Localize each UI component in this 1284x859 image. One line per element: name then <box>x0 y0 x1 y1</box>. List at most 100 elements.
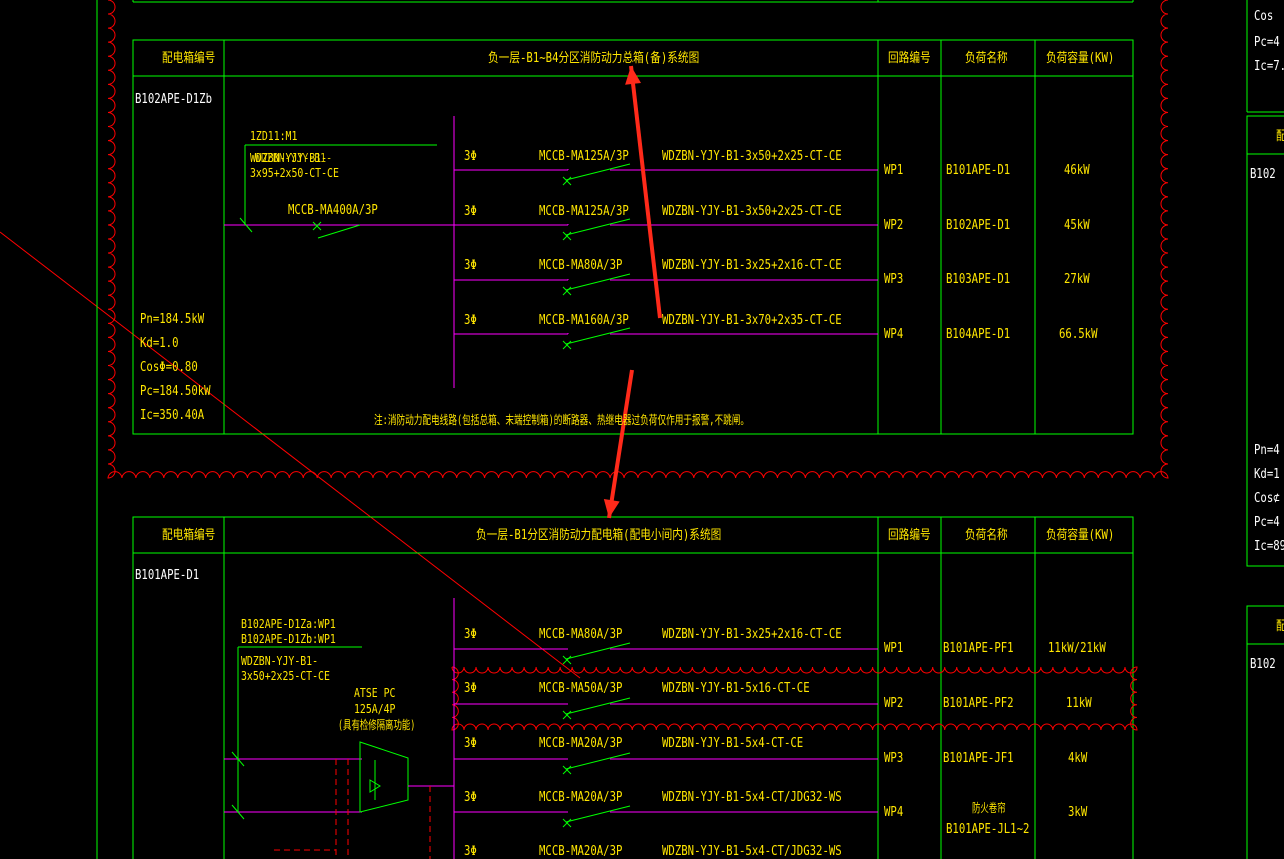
d2-c3-load: B101APE-JF1 <box>943 751 1014 766</box>
d2-c4-phase: 3Φ <box>464 790 477 805</box>
d1-c2-breaker-x2 <box>562 231 572 241</box>
d2-c4-cable: WDZBN-YJY-B1-5x4-CT/JDG32-WS <box>662 790 842 805</box>
d2-c3-breaker: MCCB-MA20A/3P <box>539 736 623 751</box>
d1-c3-cable: WDZBN-YJY-B1-3x25+2x16-CT-CE <box>662 258 842 273</box>
d2-c1-breaker: MCCB-MA80A/3P <box>539 627 623 642</box>
d1-c2-breaker-blade <box>565 218 631 236</box>
d2-c2-breaker-blade <box>565 697 631 715</box>
d1-feeder-tick <box>239 217 253 233</box>
d2-c4-kw: 3kW <box>1068 805 1088 820</box>
d2-box-id: B101APE-D1 <box>135 568 200 583</box>
d2-header-circuit-no: 回路编号 <box>888 528 931 543</box>
d2-c1-breaker-x2 <box>562 655 572 665</box>
d2-c1-load: B101APE-PF1 <box>943 641 1014 656</box>
right-edge-param-1: Pn=4 <box>1254 443 1280 458</box>
d1-c2-phase: 3Φ <box>464 204 477 219</box>
d1-c4-phase: 3Φ <box>464 313 477 328</box>
d1-c2-cable: WDZBN-YJY-B1-3x50+2x25-CT-CE <box>662 204 842 219</box>
d1-c2-load: B102APE-D1 <box>946 218 1011 233</box>
right-edge-param-5: Ic=89 <box>1254 539 1284 554</box>
red-arrow-down <box>607 369 634 519</box>
red-arrow-down-head <box>603 498 620 518</box>
d1-c3-kw: 27kW <box>1064 272 1090 287</box>
d2-c2-phase: 3Φ <box>464 681 477 696</box>
d1-c4-no: WP4 <box>884 327 904 342</box>
d2-c4-load: 防火卷帘 <box>972 801 1006 815</box>
d1-c3-breaker-x2 <box>562 286 572 296</box>
d2-c2-kw: 11kW <box>1066 696 1092 711</box>
red-arrow-up-head <box>625 66 642 85</box>
d1-param-cos: CosΦ=0.80 <box>140 360 198 375</box>
d2-c3-breaker-x2 <box>562 765 572 775</box>
d1-c2-kw: 45kW <box>1064 218 1090 233</box>
right-edge-box-id-1: B102 <box>1250 167 1276 182</box>
right-edge-text-2: Pc=4 <box>1254 35 1280 50</box>
d1-mainbreaker-blade <box>317 224 361 239</box>
d1-param-pc: Pc=184.50kW <box>140 384 211 399</box>
d1-feeder-label-2: WDZBN-YJY-B1- <box>250 151 328 165</box>
right-edge-text-3: Ic=7. <box>1254 59 1284 74</box>
d2-header-box-no: 配电箱编号 <box>162 528 216 543</box>
d1-feeder-label-3: 3x95+2x50-CT-CE <box>250 166 339 180</box>
d2-c3-cable: WDZBN-YJY-B1-5x4-CT-CE <box>662 736 804 751</box>
d1-c1-breaker-blade <box>565 163 631 181</box>
d2-c5-cable: WDZBN-YJY-B1-5x4-CT/JDG32-WS <box>662 844 842 859</box>
d2-feeder-label-1: B102APE-D1Za:WP1 <box>241 617 336 631</box>
d2-c2-cable: WDZBN-YJY-B1-5x16-CT-CE <box>662 681 810 696</box>
right-edge-header-2: 配 <box>1276 620 1284 633</box>
d2-c2-load: B101APE-PF2 <box>943 696 1014 711</box>
d1-c4-kw: 66.5kW <box>1059 327 1098 342</box>
d2-c4-breaker: MCCB-MA20A/3P <box>539 790 623 805</box>
d1-c1-breaker: MCCB-MA125A/3P <box>539 149 629 164</box>
d1-c2-breaker: MCCB-MA125A/3P <box>539 204 629 219</box>
d1-c2-no: WP2 <box>884 218 904 233</box>
d1-c3-no: WP3 <box>884 272 904 287</box>
d2-c3-kw: 4kW <box>1068 751 1088 766</box>
d1-c4-breaker: MCCB-MA160A/3P <box>539 313 629 328</box>
d1-header-circuit-no: 回路编号 <box>888 51 931 66</box>
d1-feeder-label-1: 1ZD11:M1 <box>250 129 298 143</box>
d1-c1-load: B101APE-D1 <box>946 163 1011 178</box>
d2-c3-no: WP3 <box>884 751 904 766</box>
right-edge-header-1: 配 <box>1276 130 1284 143</box>
d2-c1-breaker-blade <box>565 642 631 660</box>
d1-c4-cable: WDZBN-YJY-B1-3x70+2x35-CT-CE <box>662 313 842 328</box>
d2-c4-load2: B101APE-JL1~2 <box>946 822 1030 837</box>
d1-c4-breaker-blade <box>565 327 631 345</box>
d1-c3-breaker-blade <box>565 273 631 291</box>
d1-header-box-no: 配电箱编号 <box>162 51 216 66</box>
d1-main-breaker: MCCB-MA400A/3P <box>288 203 378 218</box>
d2-c5-breaker: MCCB-MA20A/3P <box>539 844 623 859</box>
d1-frame <box>132 39 1134 435</box>
right-edge-param-4: Pc=4 <box>1254 515 1280 530</box>
d2-feeder-label-3: WDZBN-YJY-B1- <box>241 654 319 668</box>
d2-atse-label-2: 125A/4P <box>354 702 396 716</box>
d2-c1-phase: 3Φ <box>464 627 477 642</box>
right-frame-box-1 <box>1246 115 1284 567</box>
revision-cloud-1 <box>107 0 1169 479</box>
d1-box-id: B102APE-D1Zb <box>135 92 213 107</box>
d2-feeder-tick-1 <box>231 751 245 767</box>
d1-param-kd: Kd=1.0 <box>140 336 179 351</box>
d2-c1-kw: 11kW/21kW <box>1048 641 1106 656</box>
d1-c3-phase: 3Φ <box>464 258 477 273</box>
d1-feeder-label-2-overlap: WDZBN-YJY-B1- <box>255 151 333 165</box>
right-edge-param-3: Cos⊄ <box>1254 491 1280 506</box>
d1-c1-kw: 46kW <box>1064 163 1090 178</box>
red-arrow-up <box>629 65 662 319</box>
d1-c4-breaker-x2 <box>562 340 572 350</box>
d1-c3-load: B103APE-D1 <box>946 272 1011 287</box>
d1-c4-load: B104APE-D1 <box>946 327 1011 342</box>
d2-c1-cable: WDZBN-YJY-B1-3x25+2x16-CT-CE <box>662 627 842 642</box>
d1-c1-no: WP1 <box>884 163 904 178</box>
d1-header-load-capacity: 负荷容量(KW) <box>1046 51 1115 66</box>
d1-param-ic: Ic=350.40A <box>140 408 205 423</box>
d1-header-title: 负一层-B1~B4分区消防动力总箱(备)系统图 <box>488 51 700 66</box>
d1-note: 注:消防动力配电线路(包括总箱、末端控制箱)的断路器、热继电器过负荷仅作用于报警… <box>374 413 750 427</box>
d2-c2-breaker: MCCB-MA50A/3P <box>539 681 623 696</box>
d2-c4-breaker-blade <box>565 805 631 823</box>
d2-c5-phase: 3Φ <box>464 844 477 859</box>
d2-feeder-label-2: B102APE-D1Zb:WP1 <box>241 632 336 646</box>
d2-c2-no: WP2 <box>884 696 904 711</box>
